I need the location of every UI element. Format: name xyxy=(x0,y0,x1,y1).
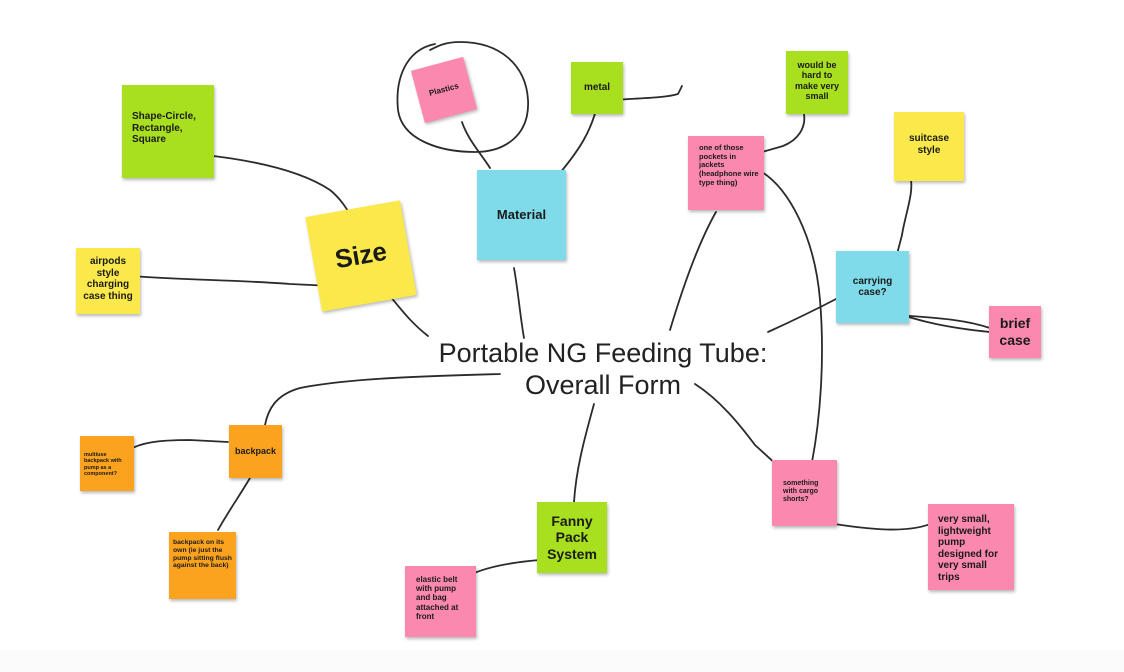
connector-airpods-size xyxy=(131,275,333,287)
center-title: Portable NG Feeding Tube: Overall Form xyxy=(412,337,794,402)
center-title-line1: Portable NG Feeding Tube: xyxy=(438,338,768,368)
note-shape[interactable]: Shape-Circle, Rectangle, Square xyxy=(122,85,214,178)
note-airpods-text: airpods style charging case thing xyxy=(83,256,133,302)
note-very-small[interactable]: very small, lightweight pump designed fo… xyxy=(928,504,1014,590)
center-title-line2: Overall Form xyxy=(524,370,681,401)
connector-material-center xyxy=(513,267,525,339)
connector-plastics-material xyxy=(461,121,491,169)
note-metal-text: metal xyxy=(583,82,611,94)
note-elastic[interactable]: elastic belt with pump and bag attached … xyxy=(405,566,476,637)
note-shape-text: Shape-Circle, Rectangle, Square xyxy=(132,111,196,145)
connector-hard-pockets xyxy=(761,113,806,153)
note-plastics[interactable]: Plastics xyxy=(410,56,478,124)
note-very-small-text: very small, lightweight pump designed fo… xyxy=(938,514,999,583)
note-brief[interactable]: brief case xyxy=(989,306,1041,358)
note-backpack[interactable]: backpack xyxy=(229,425,282,478)
note-material[interactable]: Material xyxy=(477,170,566,260)
note-carrying[interactable]: carrying case? xyxy=(836,251,909,323)
note-carrying-text: carrying case? xyxy=(852,275,893,299)
bottom-strip xyxy=(0,650,1124,672)
connector-center-carrying xyxy=(767,297,839,333)
connector-fanny-elastic xyxy=(471,559,541,575)
note-hard-small-text: would be hard to make very small xyxy=(794,60,840,102)
note-cargo-text: something with cargo shorts? xyxy=(783,480,819,504)
note-cargo[interactable]: something with cargo shorts? xyxy=(772,460,837,526)
note-backpack-text: backpack xyxy=(235,446,277,457)
note-fanny[interactable]: Fanny Pack System xyxy=(537,502,607,573)
note-backpack-own-text: backpack on its own (ie just the pump si… xyxy=(173,539,232,570)
note-elastic-text: elastic belt with pump and bag attached … xyxy=(416,575,459,621)
note-airpods[interactable]: airpods style charging case thing xyxy=(76,248,140,314)
connector-backpack-own xyxy=(217,477,251,531)
note-size[interactable]: Size xyxy=(305,200,417,312)
connector-pockets-center xyxy=(669,211,717,331)
connector-pockets-cargo xyxy=(754,167,823,463)
connector-cargo-verysmall xyxy=(821,521,936,531)
note-suitcase[interactable]: suitcase style xyxy=(894,112,964,181)
note-suitcase-text: suitcase style xyxy=(908,133,950,156)
note-plastics-text: Plastics xyxy=(428,81,460,99)
note-pockets[interactable]: one of those pockets in jackets (headpho… xyxy=(688,136,764,210)
connector-metal-tail xyxy=(614,85,683,101)
note-metal[interactable]: metal xyxy=(571,62,623,114)
note-size-text: Size xyxy=(332,235,390,275)
note-backpack-own[interactable]: backpack on its own (ie just the pump si… xyxy=(169,532,236,599)
note-multiuse[interactable]: multiuse backpack with pump as a compone… xyxy=(80,436,134,491)
connector-shape-size xyxy=(204,154,353,219)
note-material-text: Material xyxy=(496,206,547,222)
note-hard-small[interactable]: would be hard to make very small xyxy=(786,51,848,114)
note-pockets-text: one of those pockets in jackets (headpho… xyxy=(699,143,759,187)
note-brief-text: brief case xyxy=(999,314,1031,349)
connector-multiuse-backpack xyxy=(124,439,229,453)
note-multiuse-text: multiuse backpack with pump as a compone… xyxy=(84,452,122,477)
note-fanny-text: Fanny Pack System xyxy=(547,513,597,562)
connector-suitcase-carrying xyxy=(895,175,913,259)
connector-center-fanny xyxy=(573,403,595,503)
